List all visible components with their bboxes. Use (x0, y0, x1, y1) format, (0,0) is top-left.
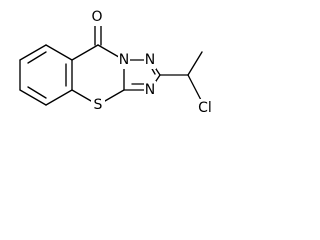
bond (19, 44, 47, 61)
molecule-svg: O S N N N Cl (19, 8, 215, 117)
atom-bg (144, 81, 156, 99)
bond (45, 44, 73, 61)
atom-bg (90, 8, 104, 26)
bond (45, 89, 73, 106)
atom-bg (91, 96, 105, 114)
atom-chlorine: Cl (198, 100, 212, 116)
atom-label-layer: O S N N N Cl (91, 9, 211, 116)
atom-oxygen: O (91, 9, 102, 25)
double-bond-inner (27, 51, 47, 64)
atom-nitrogen-bottom: N (145, 82, 155, 98)
atom-bg (118, 51, 130, 69)
bond (187, 74, 203, 103)
atom-background-layer (90, 8, 215, 117)
atom-sulfur: S (94, 97, 103, 113)
bond (71, 44, 99, 61)
atom-nitrogen-top-left: N (119, 52, 129, 68)
bond (187, 51, 203, 76)
bond (19, 89, 47, 106)
atom-bg (195, 99, 215, 117)
chemical-structure-figure: O S N N N Cl (0, 0, 274, 137)
atom-bg (144, 51, 156, 69)
atom-nitrogen-top-right: N (145, 52, 155, 68)
bond-layer (19, 23, 203, 106)
double-bond-inner (27, 86, 47, 99)
